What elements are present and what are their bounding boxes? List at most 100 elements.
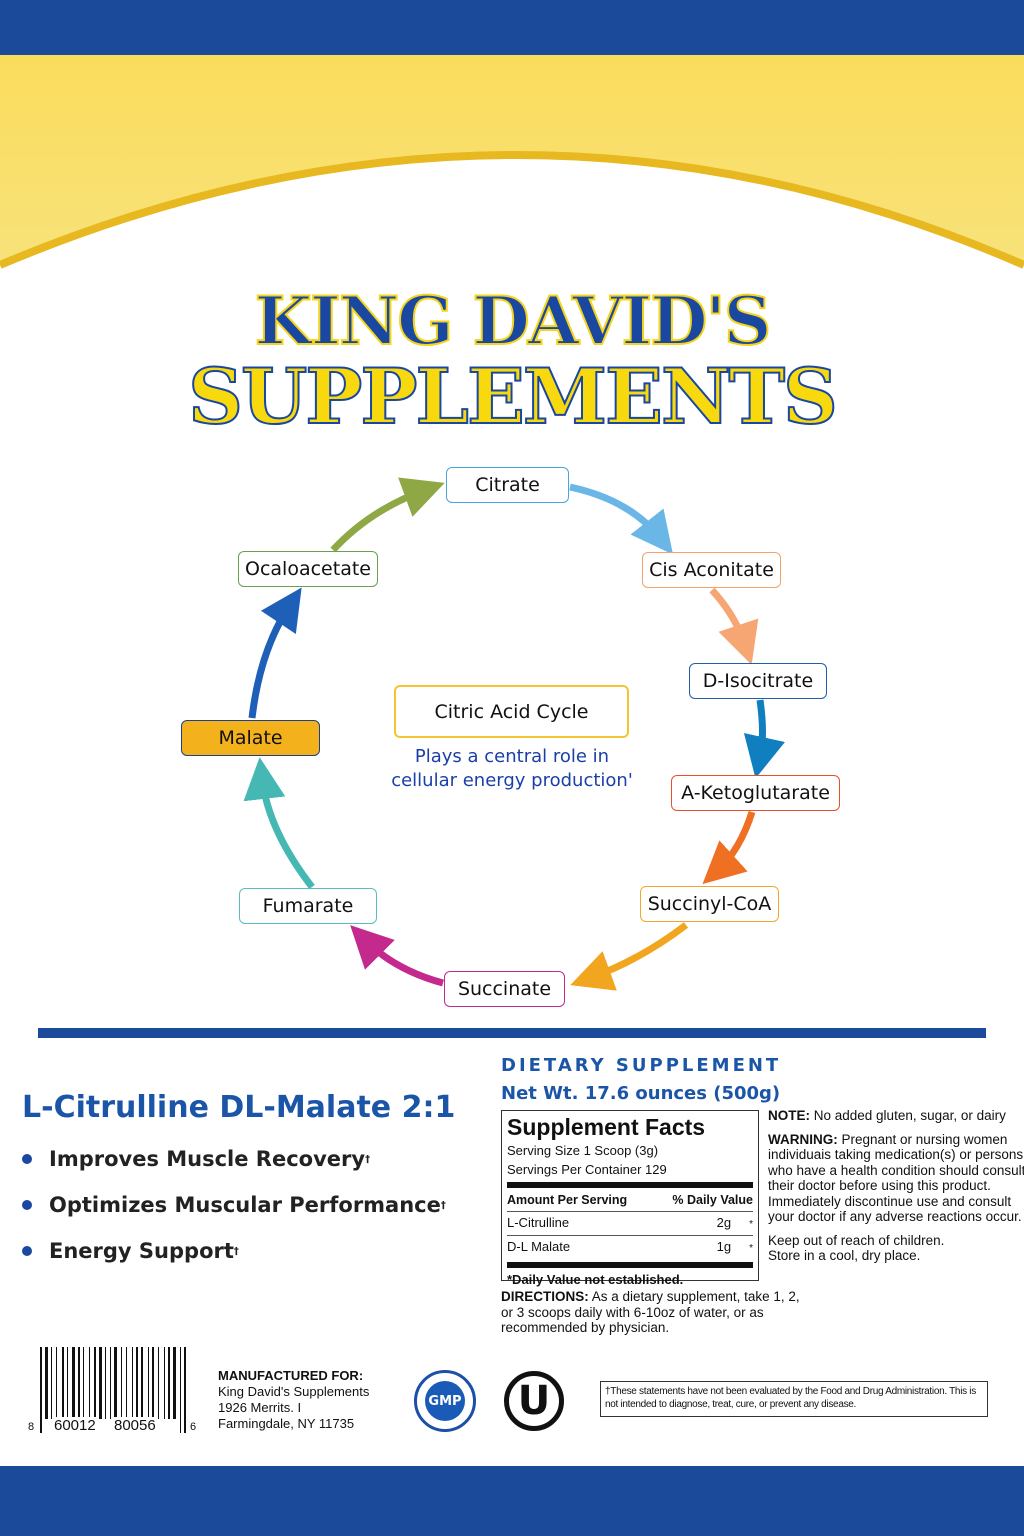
arrow-malate-ocaloacetate [248, 587, 302, 719]
net-weight: Net Wt. 17.6 ounces (500g) [501, 1083, 781, 1104]
barcode-bar [180, 1347, 181, 1433]
cycle-node-ocaloacetate: Ocaloacetate [238, 551, 378, 587]
ingredient-amount-group: 2g* [717, 1212, 753, 1235]
fda-disclaimer: †These statements have not been evaluate… [600, 1381, 988, 1417]
manufacturer-label: MANUFACTURED FOR: [218, 1368, 364, 1383]
cycle-node-a-ketoglutarate: A-Ketoglutarate [671, 775, 840, 811]
facts-thick-rule [507, 1262, 753, 1268]
cycle-node-d-isocitrate: D-Isocitrate [689, 663, 827, 699]
facts-thick-rule [507, 1182, 753, 1188]
supplement-facts-panel: Supplement Facts Serving Size 1 Scoop (3… [501, 1110, 759, 1287]
ingredient-name: L-Citrulline [507, 1215, 570, 1230]
cycle-title-box: Citric Acid Cycle [394, 685, 629, 738]
barcode-bar [56, 1347, 57, 1419]
cycle-node-cis-aconitate: Cis Aconitate [642, 552, 781, 588]
barcode-group2: 80056 [114, 1417, 156, 1434]
barcode-bar [94, 1347, 96, 1419]
divider-rule [38, 1028, 986, 1038]
barcode-bar [110, 1347, 111, 1419]
warning-label: WARNING: [768, 1131, 838, 1147]
yellow-arc-background [0, 55, 1024, 269]
facts-title: Supplement Facts [507, 1114, 706, 1140]
barcode-bar [89, 1347, 90, 1419]
brand-title-line1: KING DAVID'S [254, 281, 773, 361]
cycle-node-succinyl-coa: Succinyl-CoA [640, 886, 779, 922]
barcode-lead-digit: 8 [28, 1421, 35, 1433]
arrow-succinyl-succinate [570, 922, 689, 991]
bullet-icon [22, 1154, 32, 1164]
manufacturer-name: King David's Supplements [218, 1384, 370, 1399]
arrow-akg-succinyl [702, 810, 756, 885]
facts-header-row: Amount Per Serving % Daily Value [507, 1190, 753, 1212]
bullet-icon [22, 1200, 32, 1210]
ingredient-amount: 2g [716, 1215, 732, 1230]
barcode-bar [62, 1347, 64, 1419]
bottom-band [0, 1466, 1024, 1536]
brand-title-line2: SUPPLEMENTS [187, 351, 839, 442]
gmp-text: GMP [425, 1381, 465, 1421]
cycle-node-succinate: Succinate [444, 971, 565, 1007]
arrow-fumarate-malate [243, 757, 315, 890]
barcode [40, 1347, 186, 1433]
barcode-bar [72, 1347, 75, 1419]
barcode-bar [132, 1347, 133, 1419]
dagger: † [440, 1199, 446, 1211]
cycle-node-citrate: Citrate [446, 467, 569, 503]
top-band [0, 0, 1024, 55]
directions-label: DIRECTIONS: [501, 1289, 589, 1304]
arrow-isocitrate-akg [743, 699, 785, 779]
barcode-bar [67, 1347, 68, 1419]
benefit-item: Improves Muscle Recovery† [22, 1147, 370, 1171]
facts-footnote: *Daily Value not established. [507, 1272, 684, 1287]
note-text: No added gluten, sugar, or dairy [810, 1108, 1006, 1123]
col-daily-value: % Daily Value [672, 1193, 753, 1207]
barcode-bar [164, 1347, 165, 1419]
barcode-bar [126, 1347, 127, 1419]
barcode-bar [136, 1347, 138, 1419]
barcode-bar [173, 1347, 176, 1419]
manufacturer-block: MANUFACTURED FOR: King David's Supplemen… [218, 1368, 369, 1432]
col-amount: Amount Per Serving [507, 1193, 628, 1207]
manufacturer-address1: 1926 Merrits. I [218, 1400, 302, 1415]
arrow-citrate-cis [569, 483, 674, 555]
serving-size: Serving Size 1 Scoop (3g) [507, 1143, 659, 1158]
arrow-cis-isocitrate [709, 587, 759, 665]
cycle-subtitle-line1: Plays a central role in [414, 746, 610, 767]
benefit-text: Optimizes Muscular Performance [49, 1193, 441, 1217]
dagger: † [233, 1245, 239, 1257]
barcode-bar [184, 1347, 186, 1433]
kosher-u-icon: U [504, 1371, 564, 1431]
benefit-item: Optimizes Muscular Performance† [22, 1193, 446, 1217]
arrow-ocaloacetate-citrate [330, 477, 445, 553]
benefit-item: Energy Support† [22, 1239, 239, 1263]
cycle-arrows [243, 477, 785, 991]
dagger: † [365, 1153, 371, 1165]
cycle-node-malate: Malate [181, 720, 320, 756]
barcode-bar [105, 1347, 106, 1419]
barcode-bar [51, 1347, 52, 1419]
cycle-subtitle-line2: cellular energy production' [391, 770, 633, 791]
notes-block: NOTE: No added gluten, sugar, or dairy W… [768, 1108, 1024, 1264]
arrow-succinate-fumarate [350, 925, 444, 987]
barcode-bar [114, 1347, 117, 1433]
barcode-bar [141, 1347, 143, 1419]
barcode-bar [40, 1347, 42, 1433]
note-label: NOTE: [768, 1108, 810, 1123]
servings-per-container: Servings Per Container 129 [507, 1162, 667, 1177]
barcode-check-digit: 6 [190, 1421, 197, 1433]
product-name: L-Citrulline DL-Malate 2:1 [22, 1090, 456, 1125]
barcode-bar [83, 1347, 84, 1419]
cycle-node-fumarate: Fumarate [239, 888, 377, 924]
directions-text: As a dietary supplement, take 1, 2, or 3… [501, 1289, 800, 1335]
manufacturer-address2: Farmingdale, NY 11735 [218, 1416, 355, 1431]
barcode-group1: 60012 [54, 1417, 96, 1434]
ingredient-amount-group: 1g* [717, 1236, 753, 1259]
barcode-bar [152, 1347, 154, 1419]
ingredient-amount: 1g [716, 1239, 732, 1254]
barcode-bar [148, 1347, 149, 1419]
benefit-text: Improves Muscle Recovery [49, 1147, 366, 1171]
barcode-bar [78, 1347, 80, 1419]
dietary-supplement-label: DIETARY SUPPLEMENT [501, 1055, 782, 1076]
note: NOTE: No added gluten, sugar, or dairy [768, 1108, 1024, 1124]
